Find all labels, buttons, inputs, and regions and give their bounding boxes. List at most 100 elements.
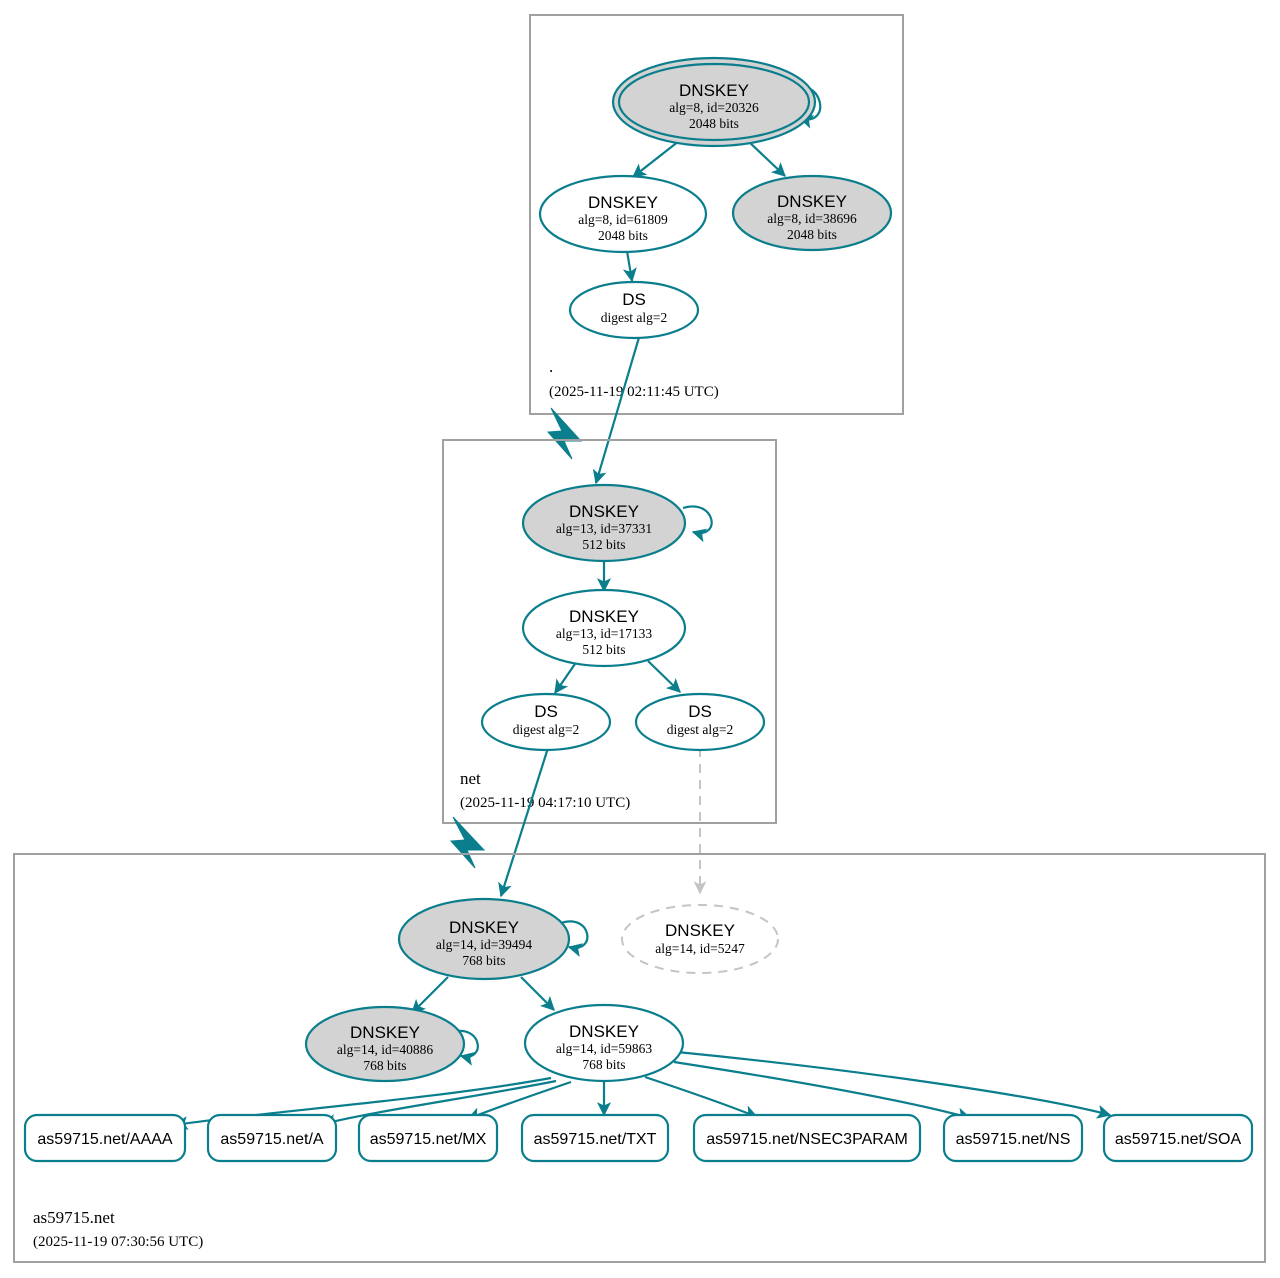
zone-net-name: net [460,769,481,788]
node-ellipse [521,483,687,563]
node-detail-alg: alg=14, id=5247 [655,941,745,956]
rrset-box [692,1113,922,1163]
node-zone-dnskey-5247-insecure[interactable]: DNSKEY alg=14, id=5247 [621,904,779,974]
edge-zone-ksk-to-59863 [520,976,555,1011]
node-title: DNSKEY [665,921,735,940]
zone-as59715net-border [13,853,1266,1263]
node-ellipse [397,897,571,981]
node-title: DS [688,702,712,721]
node-detail-alg: alg=13, id=37331 [556,521,652,536]
rrset-label: as59715.net/A [220,1131,324,1148]
rrset-label: as59715.net/SOA [1115,1131,1242,1148]
node-title: DS [534,702,558,721]
node-detail-alg: alg=8, id=61809 [578,212,668,227]
zone-as59715net-name: as59715.net [33,1208,115,1227]
node-ellipse [731,174,893,252]
node-net-dnskey-17133[interactable]: DNSKEY alg=13, id=17133 512 bits [521,588,687,668]
node-root-ds-for-net[interactable]: DS digest alg=2 [568,280,700,340]
node-detail-size: 2048 bits [689,116,739,131]
node-detail-digest: digest alg=2 [601,310,667,325]
rrset-as59715-net-aaaa[interactable]: as59715.net/AAAA [23,1113,187,1163]
node-detail-size: 768 bits [462,953,505,968]
node-zone-dnskey-40886[interactable]: DNSKEY alg=14, id=40886 768 bits [304,1005,466,1083]
node-root-ksk-20326[interactable]: DNSKEY alg=8, id=20326 2048 bits [611,56,817,148]
zone-root-name: . [549,357,553,376]
rrset-box [206,1113,338,1163]
rrset-label: as59715.net/AAAA [37,1131,173,1148]
node-detail-digest: digest alg=2 [667,722,733,737]
node-ellipse-inner [617,62,811,142]
rrset-box [942,1113,1084,1163]
node-ellipse [538,174,708,254]
node-title: DNSKEY [569,607,639,626]
rrset-box [520,1113,670,1163]
edge-root-ds-to-net-ksk [592,333,642,485]
node-detail-digest: digest alg=2 [513,722,579,737]
node-ellipse [521,588,687,668]
node-title: DNSKEY [777,192,847,211]
node-zone-ksk-39494[interactable]: DNSKEY alg=14, id=39494 768 bits [397,897,571,981]
node-ellipse [480,692,612,752]
zone-root-timestamp: (2025-11-19 02:11:45 UTC) [549,384,719,400]
node-detail-alg: alg=8, id=38696 [767,211,857,226]
node-detail-alg: alg=13, id=17133 [556,626,652,641]
node-ellipse [634,692,766,752]
zone-root-border [529,14,904,415]
rrset-label: as59715.net/NS [956,1131,1071,1148]
node-detail-alg: alg=14, id=40886 [337,1042,433,1057]
rrset-label: as59715.net/TXT [534,1131,657,1148]
edge-zone-ksk-self-sign [560,920,589,957]
node-root-dnskey-38696[interactable]: DNSKEY alg=8, id=38696 2048 bits [731,174,893,252]
edge-zone-ksk-to-40886 [411,976,449,1014]
node-title: DNSKEY [569,1022,639,1041]
node-ellipse [523,1003,685,1083]
zone-net: net (2025-11-19 04:17:10 UTC) [442,439,777,824]
node-title: DS [622,290,646,309]
rrset-box [357,1113,499,1163]
delegation-arrow-net-to-as59715 [449,816,486,869]
node-title: DNSKEY [569,502,639,521]
node-title: DNSKEY [449,918,519,937]
rrset-box [23,1113,187,1163]
node-ellipse [621,904,779,974]
node-zone-dnskey-59863[interactable]: DNSKEY alg=14, id=59863 768 bits [523,1003,685,1083]
rrset-label: as59715.net/MX [370,1131,487,1148]
edge-59863-to-rr-soa [676,1050,1112,1119]
node-detail-size: 2048 bits [787,227,837,242]
node-root-dnskey-61809[interactable]: DNSKEY alg=8, id=61809 2048 bits [538,174,708,254]
node-detail-size: 768 bits [363,1058,406,1073]
rrset-as59715-net-a[interactable]: as59715.net/A [206,1113,338,1163]
edge-net-zsk-to-ds-b [647,660,681,693]
rrset-as59715-net-soa[interactable]: as59715.net/SOA [1102,1113,1254,1163]
edge-59863-to-rr-nsec3param [644,1075,759,1119]
node-detail-alg: alg=14, id=59863 [556,1041,652,1056]
node-detail-size: 512 bits [582,642,625,657]
rrset-as59715-net-txt[interactable]: as59715.net/TXT [520,1113,670,1163]
edge-net-ds-to-zone-ksk [498,747,550,898]
zone-as59715net-timestamp: (2025-11-19 07:30:56 UTC) [33,1234,203,1250]
node-ellipse [304,1005,466,1083]
node-detail-size: 512 bits [582,537,625,552]
node-net-ds-a[interactable]: DS digest alg=2 [480,692,612,752]
rrset-label: as59715.net/NSEC3PARAM [706,1131,908,1148]
node-ellipse [568,280,700,340]
edge-root-zsk-to-ds [622,250,637,283]
edge-root-ksk-to-61809 [631,140,680,178]
delegation-arrow-root-to-net [546,407,583,460]
edge-59863-to-rr-a [321,1079,557,1128]
rrset-as59715-net-ns[interactable]: as59715.net/NS [942,1113,1084,1163]
edge-net-ksk-self-sign [682,505,713,543]
node-detail-size: 768 bits [582,1057,625,1072]
zone-net-timestamp: (2025-11-19 04:17:10 UTC) [460,795,630,811]
rrset-as59715-net-nsec3param[interactable]: as59715.net/NSEC3PARAM [692,1113,922,1163]
node-detail-size: 2048 bits [598,228,648,243]
node-net-ksk-37331[interactable]: DNSKEY alg=13, id=37331 512 bits [521,483,687,563]
edge-net-zsk-to-ds-a [554,660,578,695]
node-detail-alg: alg=14, id=39494 [436,937,532,952]
node-net-ds-b[interactable]: DS digest alg=2 [634,692,766,752]
node-title: DNSKEY [350,1023,420,1042]
rrset-box [1102,1113,1254,1163]
rrset-as59715-net-mx[interactable]: as59715.net/MX [357,1113,499,1163]
node-detail-alg: alg=8, id=20326 [669,100,759,115]
